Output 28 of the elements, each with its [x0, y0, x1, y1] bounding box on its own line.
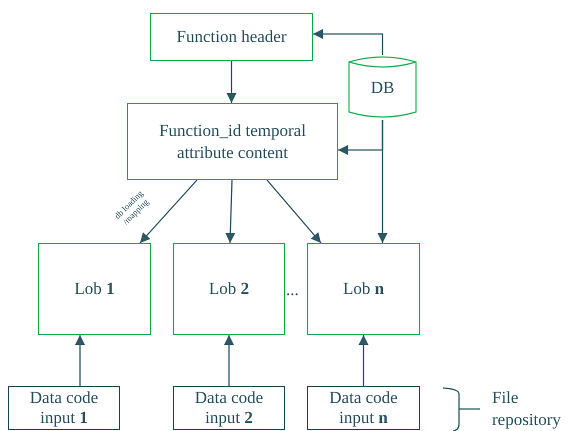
input-box: [173, 386, 285, 430]
arrow: [266, 180, 322, 244]
ellipsis-text: ...: [286, 279, 300, 301]
input-box: [8, 386, 120, 430]
process-box: [127, 103, 338, 180]
group-label: File repository: [492, 387, 562, 431]
arrow: [224, 335, 234, 386]
node-text: Data code input 2: [194, 388, 264, 428]
process-box: [38, 243, 151, 335]
node-text: Function_id temporal attribute content: [158, 120, 307, 164]
process-box: [307, 243, 420, 335]
node-text: Lob 1: [74, 278, 115, 300]
process-box: [150, 13, 313, 61]
arrow: [358, 335, 368, 386]
arrow: [75, 335, 85, 386]
node-text: Lob 2: [208, 278, 250, 300]
arrow: [225, 180, 236, 244]
node-text: Data code input n: [328, 388, 399, 428]
database-cylinder: [348, 55, 417, 120]
node-text: Function header: [176, 26, 286, 48]
node-text: Data code input 1: [28, 388, 100, 428]
arrow: [378, 120, 388, 243]
arrow: [140, 180, 198, 244]
input-box: [307, 386, 420, 430]
arrow: [226, 61, 236, 103]
node-text: Lob n: [342, 278, 384, 300]
process-box: [173, 243, 285, 335]
node-text: DB: [370, 76, 394, 98]
